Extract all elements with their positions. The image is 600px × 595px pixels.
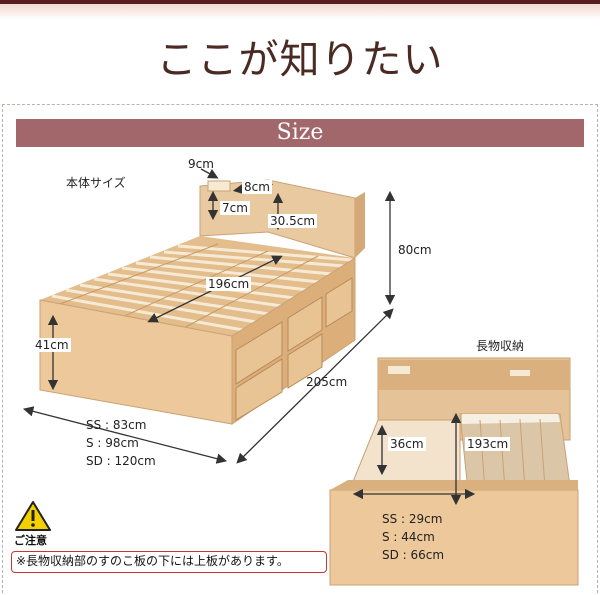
dashed-content-frame [2, 104, 598, 593]
storage-bed-image [329, 357, 579, 586]
section-header-label: Size [276, 120, 324, 145]
storage-width-s: S : 44cm [382, 530, 435, 544]
main-bed-caption: 本体サイズ [66, 176, 126, 190]
width-s: S : 98cm [86, 436, 139, 450]
dim-shelf-width: 8cm [242, 180, 272, 194]
dim-storage-depth: 36cm [388, 437, 426, 451]
width-ss: SS : 83cm [86, 418, 147, 432]
caution-note-text: ※長物収納部のすのこ板の下には上板があります。 [16, 554, 289, 568]
width-sd: SD : 120cm [86, 454, 156, 468]
top-divider [0, 0, 600, 20]
section-header-size: Size [16, 119, 584, 147]
page-title: ここが知りたい [156, 37, 444, 83]
dim-total-length: 205cm [306, 375, 348, 389]
caution-note: ※長物収納部のすのこ板の下には上板があります。 [11, 551, 327, 573]
dim-frame-height: 41cm [33, 338, 71, 352]
main-bed-width-list: SS : 83cm S : 98cm SD : 120cm [86, 416, 156, 470]
dim-height: 80cm [398, 243, 432, 257]
storage-width-ss: SS : 29cm [382, 512, 443, 526]
warning-icon [15, 501, 51, 531]
caution-label: ご注意 [14, 534, 47, 547]
dim-headboard-lower: 30.5cm [268, 214, 318, 228]
dim-storage-length: 193cm [465, 437, 511, 451]
storage-width-sd: SD : 66cm [382, 548, 445, 562]
dim-shelf-depth: 7cm [220, 201, 250, 215]
storage-width-list: SS : 29cm S : 44cm SD : 66cm [382, 510, 444, 564]
dim-inner-length: 196cm [206, 277, 252, 291]
dim-shelf-top: 9cm [188, 157, 214, 171]
storage-bed-caption: 長物収納 [476, 339, 525, 353]
